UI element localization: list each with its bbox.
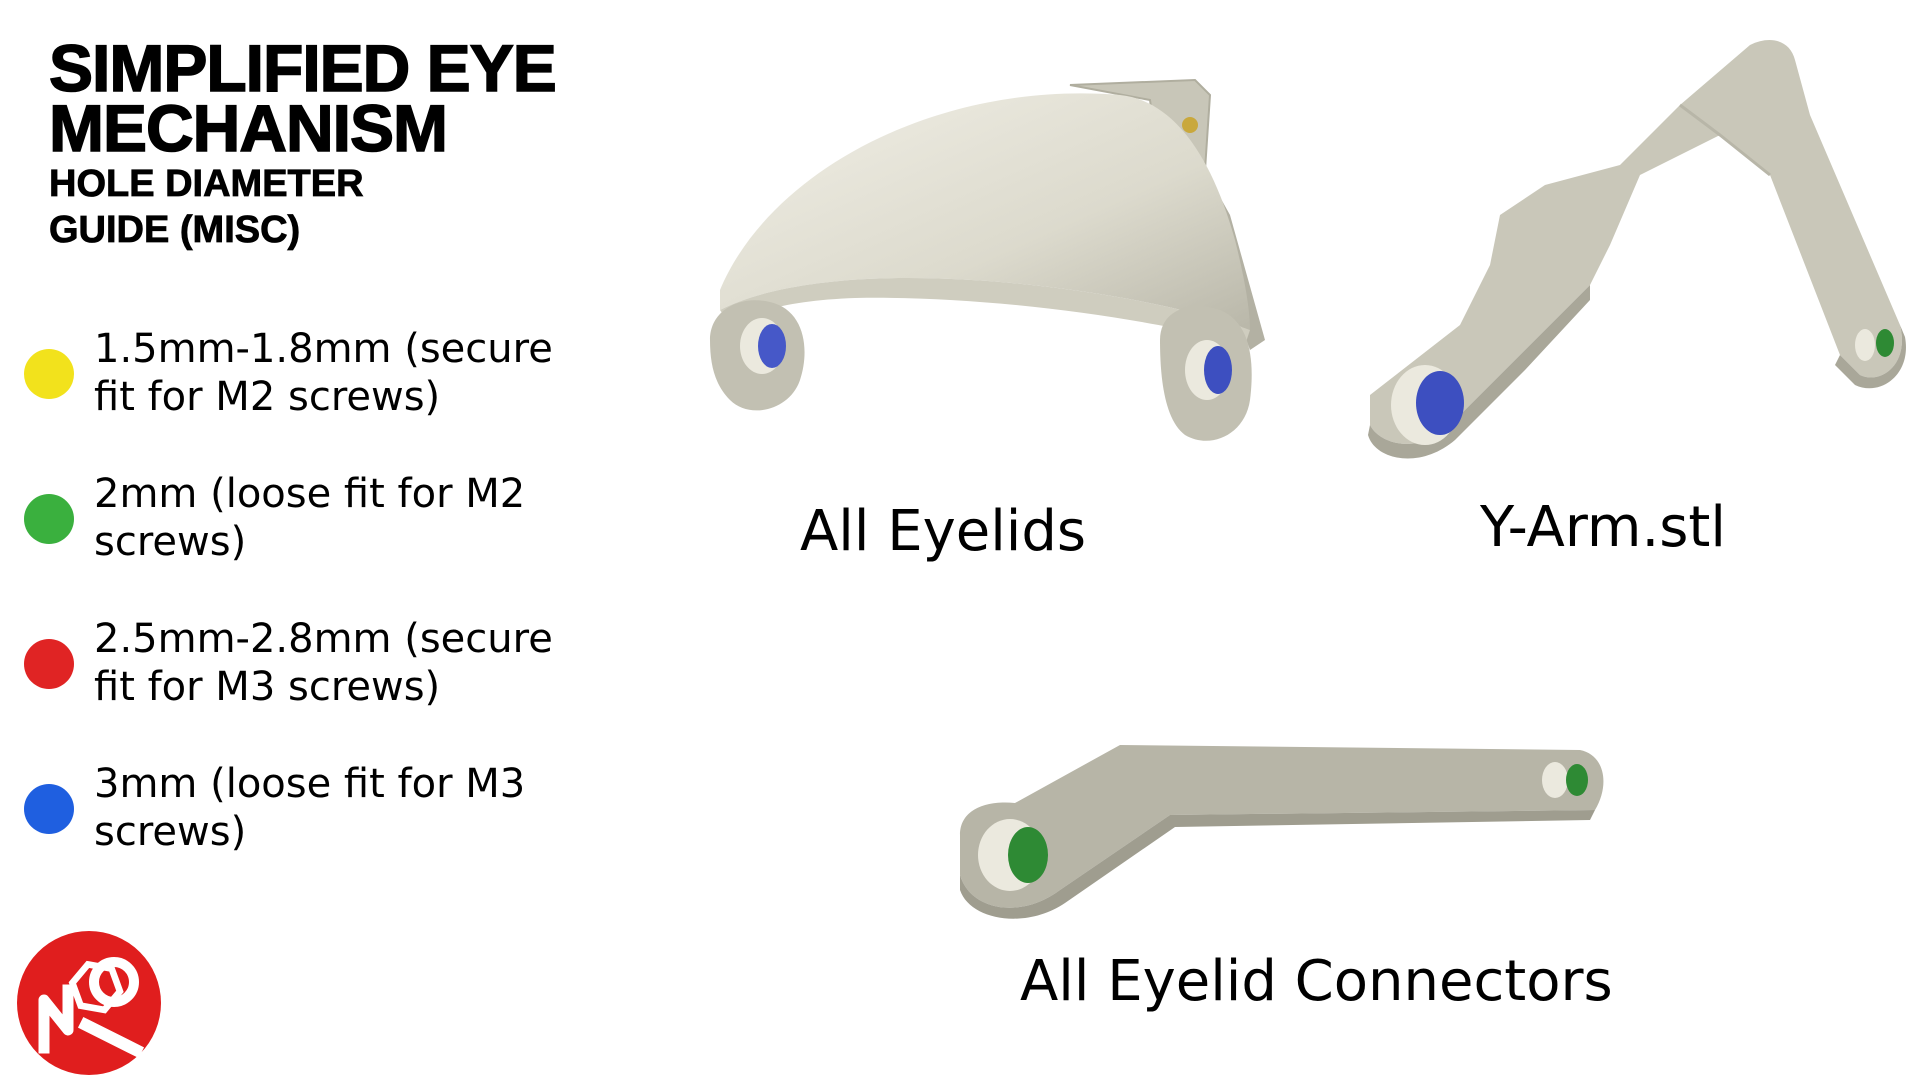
legend-text-blue: 3mm (loose fit for M3 screws) — [94, 761, 526, 855]
green-dot-icon — [24, 494, 74, 544]
legend-text-red: 2.5mm-2.8mm (secure fit for M3 screws) — [94, 616, 553, 710]
blue-dot-icon — [24, 784, 74, 834]
page-title-line-1: SIMPLIFIED EYE — [48, 31, 557, 105]
title-block: SIMPLIFIED EYE MECHANISM HOLE DIAMETER G… — [48, 31, 609, 251]
nut-bolt-logo-icon — [17, 931, 161, 1075]
legend-item-green: 2mm (loose fit for M2 screws) — [24, 470, 584, 570]
legend-item-red: 2.5mm-2.8mm (secure fit for M3 screws) — [24, 615, 584, 715]
eyelids-label: All Eyelids — [800, 499, 1087, 564]
eyelid-connectors-label: All Eyelid Connectors — [1020, 949, 1613, 1014]
page-subtitle-line-1: HOLE DIAMETER — [49, 163, 364, 205]
page-subtitle-line-2: GUIDE (MISC) — [49, 209, 301, 251]
page-title-line-2: MECHANISM — [48, 91, 449, 165]
eyelid-connector-part-illustration — [960, 745, 1604, 919]
yellow-dot-icon — [24, 349, 74, 399]
legend-item-blue: 3mm (loose fit for M3 screws) — [24, 760, 584, 860]
y-arm-label: Y-Arm.stl — [1480, 495, 1726, 560]
eyelid-part-illustration — [710, 78, 1265, 441]
legend-text-yellow: 1.5mm-1.8mm (secure fit for M2 screws) — [94, 326, 553, 420]
legend-item-yellow: 1.5mm-1.8mm (secure fit for M2 screws) — [24, 325, 584, 425]
red-dot-icon — [24, 639, 74, 689]
legend-text-green: 2mm (loose fit for M2 screws) — [94, 471, 526, 565]
y-arm-part-illustration — [1368, 40, 1906, 459]
